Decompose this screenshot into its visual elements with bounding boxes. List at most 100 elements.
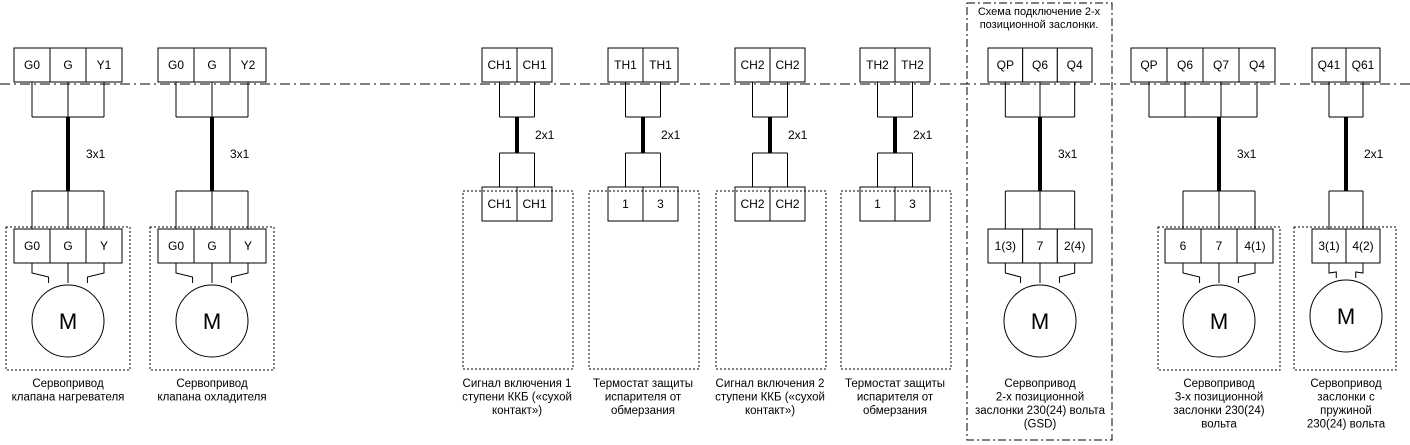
cabinet-terminal-label: QP: [997, 58, 1014, 72]
motor-wire: [1355, 263, 1364, 278]
device-boundary: [1157, 226, 1281, 371]
gsd-scheme-frame: Схема подключение 2-х позиционной заслон…: [966, 2, 1113, 441]
cabinet-terminal-label: TH1: [649, 58, 672, 72]
gsd-note-line-1: Схема подключение 2-х: [978, 6, 1101, 18]
cabinet-terminal-label: G: [207, 58, 216, 72]
device-boundary: [1293, 226, 1397, 371]
device-terminal-label: 1: [874, 197, 881, 211]
cable-spec-label: 3x1: [86, 147, 106, 161]
device-terminal-cell: [193, 228, 231, 264]
device-caption-line: Сервопривод: [176, 378, 248, 390]
cabinet-terminal-label: Y1: [97, 58, 112, 72]
cable-spec-label: 2x1: [788, 128, 808, 142]
cabinet-terminal-label: CH1: [522, 58, 546, 72]
gsd-scheme-boundary: [966, 2, 1113, 441]
cabinet-terminal-cell: [642, 47, 679, 83]
device-terminal-label: 1: [622, 197, 629, 211]
device-caption-line: контакт»): [745, 405, 795, 417]
device-boundary: [149, 226, 275, 371]
device-terminal-label: CH2: [775, 197, 799, 211]
device-terminal-label: G0: [24, 239, 40, 253]
device-terminal-label: G0: [168, 239, 184, 253]
device-caption-line: ступени ККБ («сухой: [462, 392, 572, 404]
motor-icon: [1309, 279, 1383, 353]
motor-label: M: [59, 309, 77, 334]
motor-wire: [175, 263, 194, 283]
device-caption-line: клапана нагревателя: [12, 392, 125, 404]
cabinet-terminal-cell: [1056, 47, 1093, 83]
cabinet-terminal-label: CH2: [775, 58, 799, 72]
device-caption-line: Сервопривод: [1310, 378, 1382, 390]
motor-wire: [1182, 263, 1201, 283]
device-caption-line: Термостат защиты: [845, 378, 945, 390]
cabinet-terminal-label: Q61: [1352, 58, 1375, 72]
device-caption-line: испарителя от: [857, 392, 934, 404]
cabinet-terminal-label: TH2: [901, 58, 924, 72]
cabinet-terminal-cell: [49, 47, 87, 83]
device-terminal-cell: [1164, 228, 1202, 264]
cable-spec-label: 2x1: [1364, 147, 1384, 161]
cabinet-terminal-cell: [1202, 47, 1240, 83]
device-terminal-label: 3: [657, 197, 664, 211]
cabinet-terminal-cell: [193, 47, 231, 83]
cabinet-terminal-label: QP: [1140, 58, 1157, 72]
device-terminal-label: 7: [1216, 239, 1223, 253]
device-caption-line: заслонки 230(24) вольта: [975, 405, 1106, 417]
device-caption-line: обмерзания: [611, 405, 675, 417]
cabinet-terminal-label: G0: [168, 58, 184, 72]
cabinet-terminal-label: Q4: [1067, 58, 1083, 72]
device-caption-line: 3-х позиционной: [1175, 392, 1263, 404]
device-terminal-label: 3: [909, 197, 916, 211]
cabinet-terminal-label: G0: [24, 58, 40, 72]
device-terminal-label: G: [207, 239, 216, 253]
motor-label: M: [1031, 309, 1049, 334]
device-caption-line: ступени ККБ («сухой: [715, 392, 825, 404]
device-caption-line: обмерзания: [863, 405, 927, 417]
cable-spec-label: 2x1: [913, 128, 933, 142]
motor-wire: [31, 263, 50, 283]
device-caption-line: Сервопривод: [1183, 378, 1255, 390]
device-terminal-cell: [1056, 228, 1093, 264]
cable-spec-label: 2x1: [661, 128, 681, 142]
device-terminal-label: 2(4): [1064, 239, 1085, 253]
cabinet-terminal-label: Y2: [241, 58, 256, 72]
motor-icon: [31, 284, 105, 358]
device-terminal-cell: [516, 186, 553, 222]
device-terminal-label: CH1: [522, 197, 546, 211]
cable-spec-label: 3x1: [230, 147, 250, 161]
device-caption-line: Сервопривод: [32, 378, 104, 390]
cabinet-terminal-cell: [894, 47, 931, 83]
cabinet-terminal-cell: [1238, 47, 1276, 83]
motor-label: M: [1337, 304, 1355, 329]
device-caption-line: клапана охладителя: [157, 392, 266, 404]
motor-label: M: [1210, 309, 1228, 334]
device-caption-line: испарителя от: [605, 392, 682, 404]
motor-wire: [1237, 263, 1256, 283]
cabinet-terminal-label: TH1: [614, 58, 637, 72]
cabinet-terminal-cell: [481, 47, 518, 83]
device-caption-line: заслонки с: [1317, 392, 1375, 404]
motor-icon: [175, 284, 249, 358]
cabinet-terminal-cell: [1345, 47, 1381, 83]
device-terminal-cell: [859, 186, 896, 222]
device-terminal-label: Y: [100, 239, 108, 253]
motor-icon: [1003, 284, 1077, 358]
device-caption-line: пружиной: [1320, 405, 1372, 417]
device-terminal-label: CH2: [740, 197, 764, 211]
device-terminal-cell: [85, 228, 123, 264]
device-terminal-label: 1(3): [995, 239, 1016, 253]
motor-wire: [1058, 263, 1076, 283]
device-terminal-cell: [1345, 228, 1381, 264]
device-terminal-label: 4(2): [1352, 239, 1373, 253]
device-terminal-cell: [769, 186, 806, 222]
device-terminal-label: 6: [1180, 239, 1187, 253]
cabinet-terminal-label: CH2: [740, 58, 764, 72]
motor-wire: [86, 263, 105, 283]
cabinet-terminal-label: Q6: [1177, 58, 1193, 72]
